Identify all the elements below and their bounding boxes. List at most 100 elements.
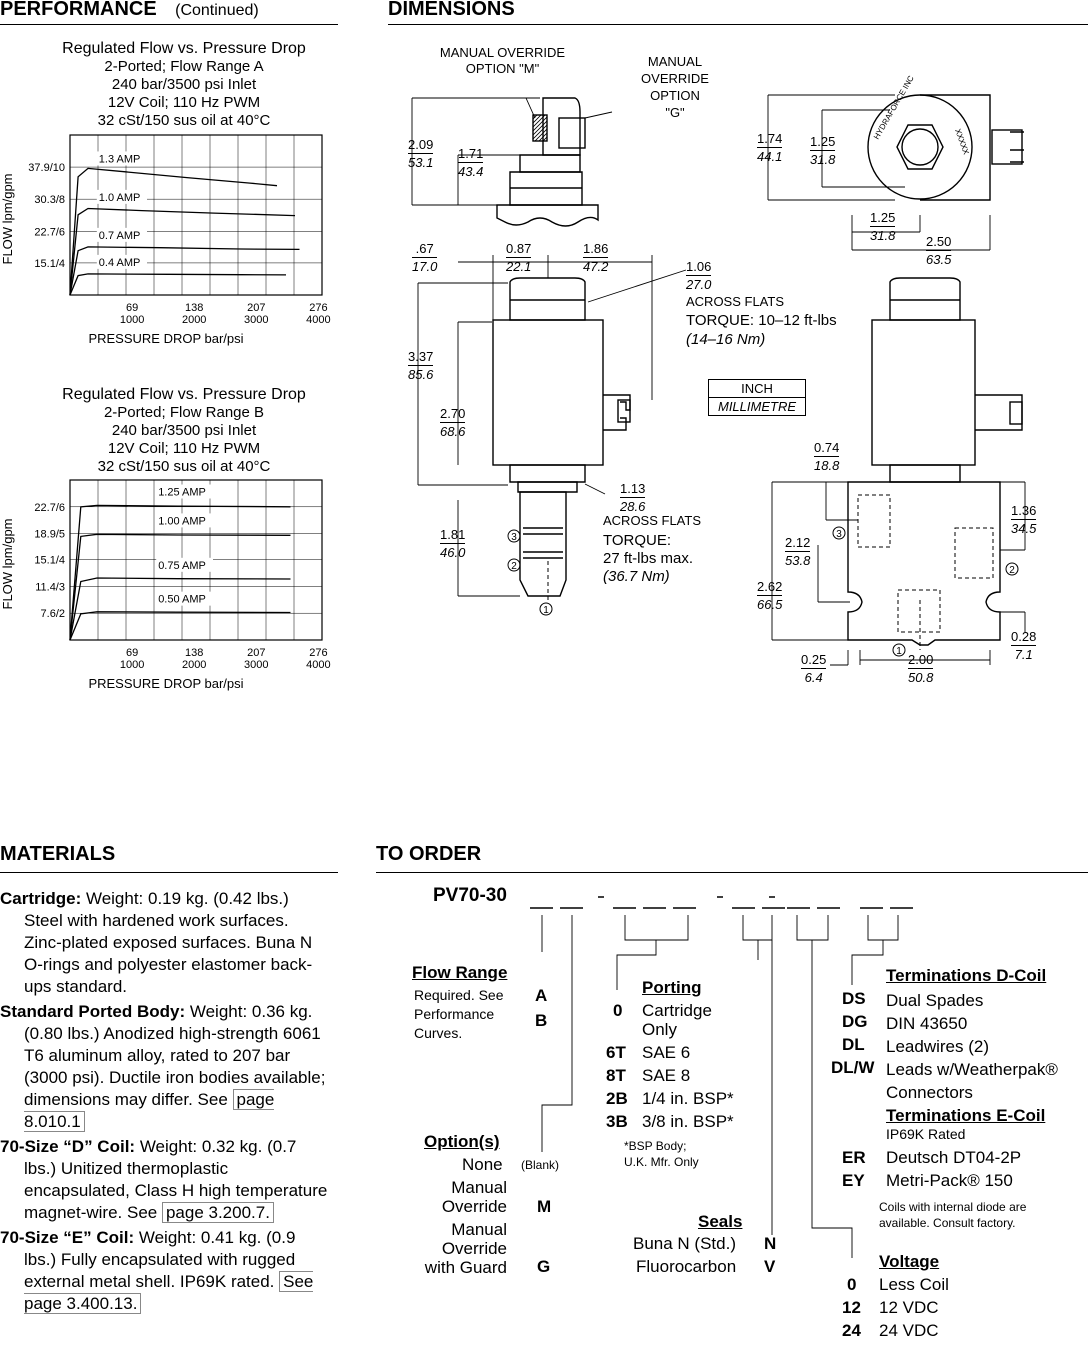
y-tick-label: 37.9/10 <box>28 162 65 174</box>
torque-1: TORQUE: 10–12 ft-lbs <box>686 312 837 329</box>
dimension-inch: 1.06 <box>686 259 712 276</box>
series-label-bg <box>96 254 147 269</box>
series-line <box>69 504 291 641</box>
coil-top-terminal <box>991 129 1023 165</box>
seal-buna-code: N <box>764 1234 777 1253</box>
override-body-cut <box>496 204 599 227</box>
voltage-title: Voltage <box>879 1252 940 1271</box>
port-1-label-r: 1 <box>896 646 902 657</box>
voltage-12-code: 12 <box>842 1298 861 1317</box>
page-link-8010[interactable]: page 8.010.1 <box>24 1089 275 1132</box>
x-tick-label: 69 <box>126 302 138 314</box>
dimension-inch: 1.86 <box>583 241 609 258</box>
dimension-mm: 28.6 <box>620 499 646 514</box>
cartridge-neck <box>517 481 578 493</box>
dimension-mm: 18.8 <box>814 458 840 473</box>
chart1-plot: 37.9/1030.3/822.7/615.1/4691000138200020… <box>0 134 331 346</box>
cartridge-body <box>519 491 567 597</box>
dimension-mm: 46.0 <box>440 545 466 560</box>
dimension-inch: 1.74 <box>757 131 783 148</box>
term-d-code: DG <box>842 1012 868 1031</box>
term-ey-code: EY <box>842 1171 865 1190</box>
plot-frame <box>69 134 323 296</box>
dimension-inch: 1.25 <box>810 134 836 151</box>
dimension-inch: 2.00 <box>908 652 934 669</box>
ported-body <box>847 481 1001 646</box>
term-e-note: Coils with internal diode are available.… <box>879 1200 1027 1230</box>
torque-1-nm: (14–16 Nm) <box>686 331 766 348</box>
porting-title: Porting <box>642 978 702 997</box>
cavity-port-1 <box>897 589 941 633</box>
dimension-inch: 0.87 <box>506 241 532 258</box>
series-label-bg <box>156 513 213 528</box>
porting-option: SAE 8 <box>642 1066 691 1085</box>
term-d-code: DL <box>842 1035 865 1054</box>
port-3-label: 3 <box>511 532 517 543</box>
options-title: Option(s) <box>424 1132 500 1151</box>
voltage-24-code: 24 <box>842 1321 861 1340</box>
porting-option: SAE 6 <box>642 1043 691 1062</box>
dimension-mm: 31.8 <box>810 152 836 167</box>
term-e-subtitle: IP69K Rated <box>886 1126 966 1142</box>
dimension-inch: 1.81 <box>440 527 466 544</box>
term-d-option: Leads w/Weatherpak® Connectors <box>886 1060 1058 1102</box>
dimension-inch: 1.13 <box>620 481 646 498</box>
series-label: 1.3 AMP <box>99 153 141 165</box>
dimension-mm: 17.0 <box>412 259 438 274</box>
porting-option: 1/4 in. BSP* <box>642 1089 734 1108</box>
series-line <box>69 273 287 296</box>
cavity-port-2 <box>954 527 994 579</box>
series-line <box>69 167 278 296</box>
term-d-code: DS <box>842 989 866 1008</box>
page-link-3400[interactable]: See page 3.400.13. <box>24 1271 314 1314</box>
porting-code: 2B <box>606 1089 628 1108</box>
torque-2-nm: (36.7 Nm) <box>603 568 670 585</box>
option-g: Manual Override with Guard <box>424 1220 507 1277</box>
flow-range-title: Flow Range <box>412 963 508 982</box>
seal-fluoro-code: V <box>764 1257 776 1276</box>
series-label: 1.0 AMP <box>99 192 141 204</box>
performance-heading: PERFORMANCE (Continued) <box>0 0 259 20</box>
lower-hex <box>509 464 586 483</box>
x-tick-label: 138 <box>185 302 203 314</box>
term-d-option: DIN 43650 <box>886 1014 968 1033</box>
x-tick-label: 3000 <box>244 314 268 326</box>
port-2-label: 2 <box>511 561 517 572</box>
material-item: 70-Size “D” Coil: Weight: 0.32 kg. (0.7 … <box>0 1137 328 1223</box>
porting-code: 3B <box>606 1112 628 1131</box>
x-tick-label: 1000 <box>120 659 144 671</box>
materials-heading: MATERIALS <box>0 843 116 865</box>
dimension-inch: 2.62 <box>757 579 783 596</box>
dimension-mm: 44.1 <box>757 149 783 164</box>
series-line <box>69 246 300 296</box>
x-axis-label: PRESSURE DROP bar/psi <box>88 331 243 346</box>
dimension-inch: 3.37 <box>408 349 434 366</box>
term-d-code: DL/W <box>831 1058 875 1077</box>
dimension-mm: 53.1 <box>408 155 434 170</box>
voltage-24: 24 VDC <box>879 1321 939 1340</box>
dimension-mm: 66.5 <box>757 597 783 612</box>
coil-terminal-tab <box>617 399 631 423</box>
coil-terminal <box>603 394 631 431</box>
dimension-inch: 1.71 <box>458 146 484 163</box>
seal-buna: Buna N (Std.) <box>633 1234 736 1253</box>
porting-code: 0 <box>613 1001 623 1020</box>
override-nut <box>558 117 586 149</box>
porting-code: 8T <box>606 1066 626 1085</box>
page-link-3200[interactable]: page 3.200.7. <box>161 1202 274 1223</box>
porting-note: *BSP Body; U.K. Mfr. Only <box>624 1139 699 1169</box>
series-label-bg <box>96 189 147 204</box>
flow-range-desc: Required. See Performance Curves. <box>414 987 504 1041</box>
porting-option: Cartridge Only <box>642 1001 712 1039</box>
